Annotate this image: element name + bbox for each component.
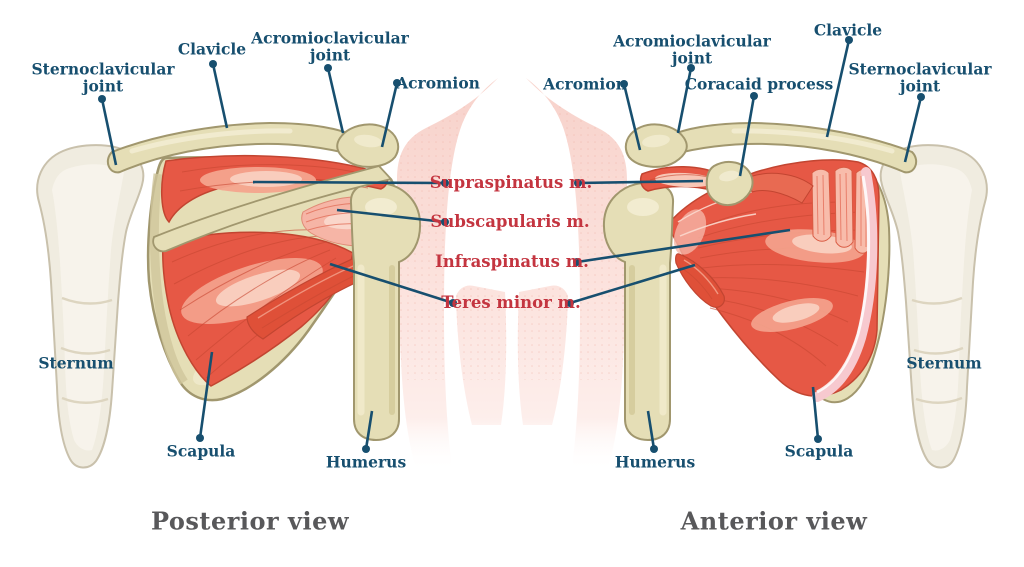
scapula-lateral-rim — [812, 167, 878, 402]
label-supraspinatus-muscle: Supraspinatus m. — [429, 172, 593, 192]
leader-teres-minor-left — [329, 262, 454, 305]
leader-humerus-right — [646, 410, 656, 450]
label-clavicle-posterior: Clavicle — [177, 39, 247, 59]
label-humerus-posterior: Humerus — [325, 452, 407, 472]
supraspinatus-muscle-posterior — [160, 154, 389, 224]
posterior-sternum-bone — [35, 143, 145, 469]
label-coracaid-process-anterior: Coracaid process — [684, 74, 834, 94]
posterior-view-title: Posterior view — [150, 506, 350, 536]
leader-clavicle-left — [211, 63, 229, 129]
leader-scapula-left — [198, 351, 214, 439]
scapular-spine-bone — [152, 164, 393, 253]
leader-sternoclavicular-left — [100, 98, 118, 166]
coracoid-process-bone — [705, 160, 754, 206]
label-subscapularis-muscle: Subscapularis m. — [430, 211, 590, 231]
label-acromion-posterior: Acromion — [396, 73, 480, 93]
coracoid-base-muscle — [748, 172, 814, 204]
label-infraspinatus-muscle: Infraspinatus m. — [435, 251, 589, 271]
leader-coracaid-right — [738, 95, 756, 177]
leader-humerus-left — [364, 410, 374, 450]
label-scapula-posterior: Scapula — [166, 441, 236, 461]
label-acromioclavicular-joint-anterior: Acromioclavicular joint — [613, 31, 771, 68]
posterior-acromion-bone — [336, 123, 400, 168]
label-sternum-posterior: Sternum — [38, 353, 114, 373]
leader-dots — [98, 36, 925, 453]
anterior-view-title: Anterior view — [680, 506, 868, 536]
leader-acromion-left — [380, 82, 399, 148]
leader-acromion-right — [622, 83, 642, 151]
scapula-medial-border-shading — [149, 173, 188, 385]
anterior-view-illustration — [604, 123, 989, 469]
leader-supraspinatus-left — [252, 180, 446, 185]
leader-acromioclavicular-left — [326, 67, 345, 134]
label-humerus-anterior: Humerus — [614, 452, 696, 472]
label-sternum-anterior: Sternum — [906, 353, 982, 373]
body-silhouettes — [397, 78, 627, 468]
label-sternoclavicular-joint-posterior: Sternoclavicular joint — [31, 59, 175, 96]
leader-acromioclavicular-right — [676, 67, 693, 134]
posterior-view-illustration — [35, 123, 420, 469]
label-acromioclavicular-joint-posterior: Acromioclavicular joint — [251, 28, 409, 65]
leader-sternoclavicular-right — [903, 96, 923, 163]
anterior-sternum-bone — [879, 143, 989, 469]
infraspinatus-muscle — [162, 229, 354, 387]
label-sternoclavicular-joint-anterior: Sternoclavicular joint — [848, 59, 992, 96]
leader-scapula-right — [811, 386, 820, 440]
leader-teres-minor-right — [569, 263, 696, 305]
leader-subscapularis-left — [336, 208, 446, 224]
leader-clavicle-right — [825, 39, 851, 138]
label-scapula-anterior: Scapula — [784, 441, 854, 461]
leader-supraspinatus-right — [577, 179, 704, 185]
label-teres-minor-muscle: Teres minor m. — [441, 292, 581, 312]
label-clavicle-anterior: Clavicle — [813, 20, 883, 40]
leader-lines — [100, 39, 923, 450]
label-acromion-anterior: Acromion — [543, 74, 627, 94]
subscapularis-upper-slips — [811, 166, 872, 254]
leader-infraspinatus-right — [576, 228, 791, 264]
